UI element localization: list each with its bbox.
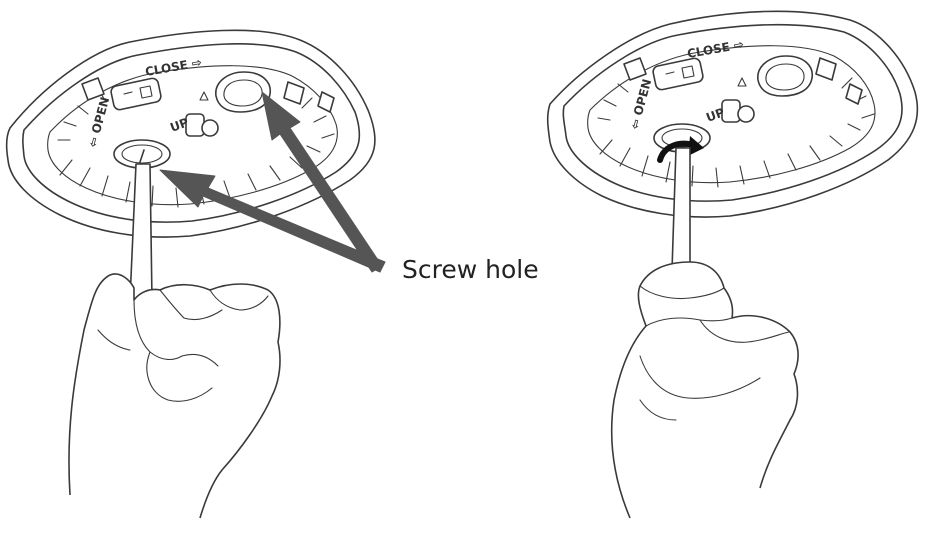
callout-arrow-lower bbox=[159, 169, 386, 273]
clip-left-c bbox=[317, 91, 335, 113]
up-post-left bbox=[185, 91, 219, 137]
clip-right-a bbox=[623, 57, 647, 81]
left-step-illustration: CLOSE ⇨ ⇦ OPEN UP Screw hole bbox=[5, 29, 539, 519]
up-label-left: UP bbox=[168, 115, 190, 135]
screwdriver-right bbox=[671, 147, 691, 271]
hand-left bbox=[68, 273, 281, 519]
hand-right bbox=[610, 261, 799, 519]
rotate-clockwise-arrow-icon bbox=[657, 136, 704, 163]
callout-arrow-upper bbox=[261, 91, 383, 273]
up-label-right: UP bbox=[704, 105, 726, 125]
clip-right-b bbox=[815, 57, 837, 81]
clip-right-c bbox=[845, 83, 863, 105]
right-step-illustration: CLOSE ⇨ ⇦ OPEN UP bbox=[546, 10, 919, 519]
clip-left-a bbox=[81, 77, 105, 101]
screw-hole-label: Screw hole bbox=[402, 255, 539, 284]
plate-ribs-right bbox=[597, 77, 875, 188]
up-post-right bbox=[721, 77, 755, 123]
clip-left-b bbox=[283, 81, 305, 105]
screw-hole-upper-right bbox=[757, 55, 813, 97]
